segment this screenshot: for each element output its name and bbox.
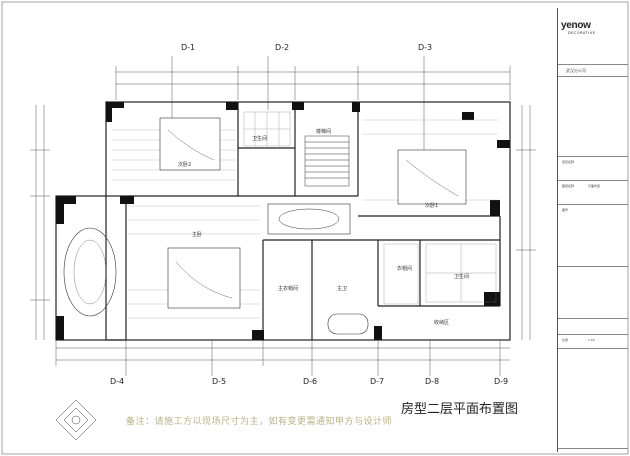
axis-label-bottom: D-8 [425,377,439,386]
title-block-row [558,76,628,77]
drawing-title: 房型二层平面布置图 [401,402,519,417]
title-block-row [558,156,628,157]
room-label-bath3: 卫生间 [454,273,469,280]
axis-bottom-labels: D-4 D-5 D-6 D-7 D-8 D-9 [110,377,508,386]
axis-label-top: D-2 [275,43,289,52]
bath-tiles [243,111,497,305]
title-block-row [558,318,628,319]
title-block-row [558,448,628,449]
branch-name: 武汉分公司 [566,68,586,73]
room-label-closet2: 衣帽间 [397,265,412,272]
axis-label-bottom: D-6 [303,377,317,386]
room-label-master: 主卧 [192,231,202,238]
bay-sofa [63,227,117,317]
project-label: 项目名称 [562,160,575,164]
title-block-row [558,180,628,181]
room-label-stair: 楼梯间 [316,128,331,135]
room-label-bedroom1: 次卧1 [425,202,438,209]
company-logo: yenow [561,20,591,31]
room-label-second-bedroom: 次卧2 [178,161,191,168]
room-label-storage: 收纳区 [434,319,449,326]
axis-label-bottom: D-4 [110,377,124,386]
top-dimensions [115,56,511,150]
room-label-master-closet: 主衣帽间 [278,285,298,292]
scale-value: 1:50 [588,338,595,342]
beds [159,117,467,309]
stair [304,135,350,187]
walls [55,101,511,341]
drawing-value: 平面布置 [588,184,601,188]
room-label-bath2: 卫生间 [252,135,267,142]
room-labels: 次卧2 卫生间 楼梯间 次卧1 主卧 主衣帽间 主卫 衣帽间 卫生间 收纳区 [178,128,469,326]
axis-label-top: D-1 [181,43,195,52]
scale-label: 比例 [562,338,569,342]
wall-columns [56,102,510,340]
company-logo-sub: DECORATIVE [568,31,596,35]
drawing-label: 图纸名称 [562,184,575,188]
title-block-row [558,334,628,335]
title-block-row [558,348,628,349]
axis-label-bottom: D-9 [494,377,508,386]
axis-label-bottom: D-5 [212,377,226,386]
bathtub [327,313,369,335]
no-label: 图号 [562,208,569,212]
construction-note: 备注：请施工方以现场尺寸为主，如有变更需通知甲方与设计师 [126,417,393,427]
title-block: 武汉分公司 项目名称 图纸名称 平面布置 图号 比例 1:50 [557,8,628,452]
compass-icon [55,399,97,441]
room-label-master-bath: 主卫 [337,285,347,292]
bottom-dimensions [55,300,510,376]
title-block-row [558,64,628,65]
bed-sheets [167,129,459,299]
axis-top-labels: D-1 D-2 D-3 [181,43,432,52]
side-dimensions [30,105,536,340]
axis-label-bottom: D-7 [370,377,384,386]
axis-label-top: D-3 [418,43,432,52]
ornament-panel [267,203,351,235]
title-block-row [558,266,628,267]
title-block-row [558,204,628,205]
